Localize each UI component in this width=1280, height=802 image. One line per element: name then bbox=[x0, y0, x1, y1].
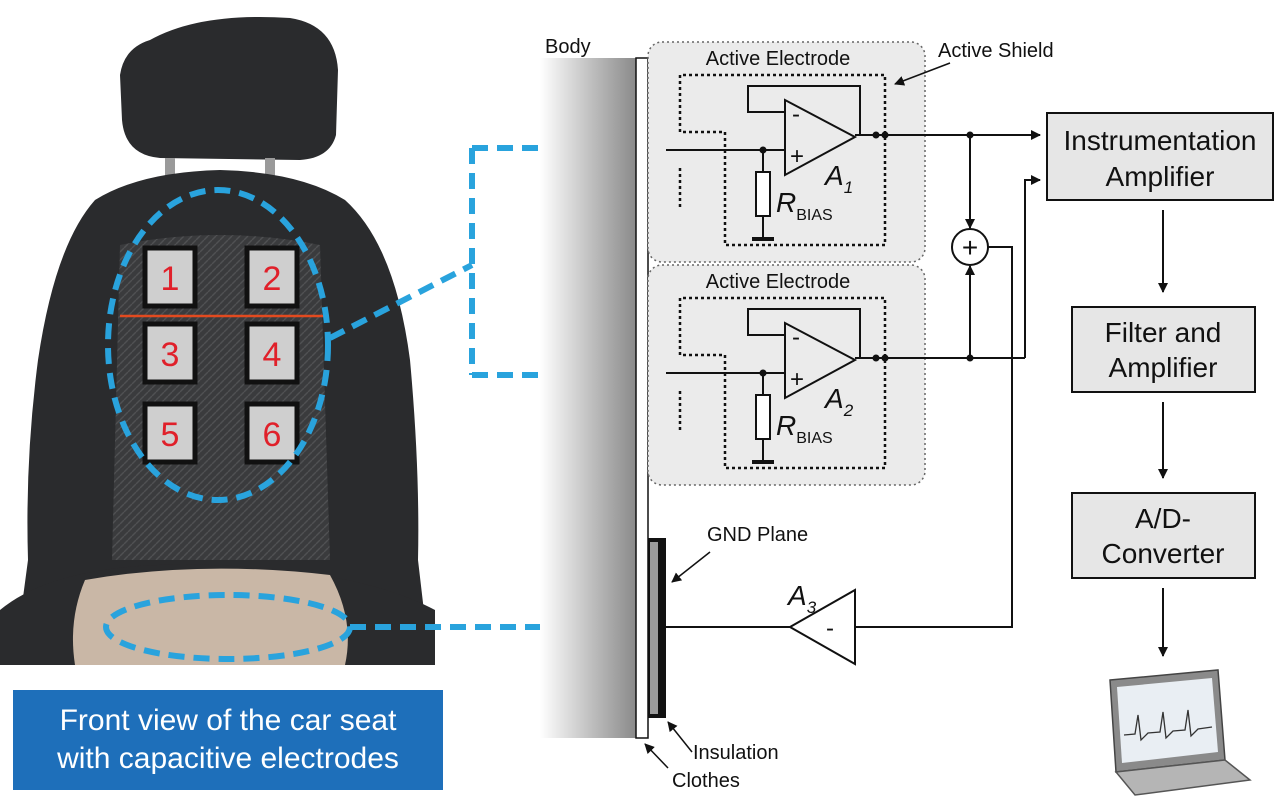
electrode-region-ellipse bbox=[105, 187, 331, 503]
clothes-layer bbox=[635, 57, 649, 739]
opamp-a1-plus: + bbox=[790, 143, 804, 170]
inst-amp-line1: Instrumentation bbox=[1064, 125, 1257, 156]
opamp-a2-plus: + bbox=[790, 366, 804, 393]
electrode-number-2: 2 bbox=[263, 260, 282, 298]
active-shield-1 bbox=[678, 73, 887, 247]
inst-amp-block bbox=[1046, 112, 1274, 201]
car-seat-photo: 1 2 3 4 5 6 bbox=[0, 16, 435, 665]
electrode-pad-1: 1 bbox=[142, 245, 198, 309]
active-shield-pointer bbox=[894, 62, 951, 86]
rbias1-label: RBIAS bbox=[776, 187, 833, 224]
blue-connector-branch bbox=[328, 262, 474, 341]
opamp-a1-minus: - bbox=[792, 101, 800, 128]
opamp-a3-minus: - bbox=[826, 615, 834, 642]
opamp-a1 bbox=[784, 98, 858, 177]
summing-network: + bbox=[855, 131, 1041, 628]
summer-to-a3-wire bbox=[855, 246, 1013, 628]
active-electrode-2-label: Active Electrode bbox=[706, 271, 851, 293]
headrest-post-left bbox=[165, 158, 175, 184]
signal-chain: Instrumentation Amplifier Filter and Amp… bbox=[1046, 112, 1274, 657]
node-a2-out-1 bbox=[872, 354, 880, 362]
node-a1-out-2 bbox=[881, 131, 889, 139]
body-label: Body bbox=[545, 36, 591, 58]
laptop-base bbox=[1114, 759, 1252, 796]
gnd-plane-plate-inner bbox=[650, 542, 658, 714]
caption-box: Front view of the car seat with capaciti… bbox=[13, 690, 443, 790]
opamp-a3-label: A3 bbox=[786, 580, 817, 617]
laptop-screen bbox=[1117, 678, 1218, 763]
adc-line1: A/D- bbox=[1135, 503, 1191, 534]
active-shield-2 bbox=[678, 296, 887, 470]
adc-line2: Converter bbox=[1102, 538, 1225, 569]
opamp-a2-feedback bbox=[747, 308, 861, 358]
opamp-a2-label: A2 bbox=[823, 383, 854, 420]
opamp-a3-group: - A3 bbox=[666, 580, 856, 666]
gnd-plane-label: GND Plane bbox=[707, 524, 808, 546]
gnd-plane-pointer bbox=[671, 551, 711, 583]
opamp-a1-feedback bbox=[747, 85, 861, 135]
insulation-label: Insulation bbox=[693, 742, 779, 764]
caption-line-2: with capacitive electrodes bbox=[57, 742, 399, 775]
body-layer-stack: Body bbox=[540, 36, 666, 739]
adc-block bbox=[1071, 492, 1256, 579]
active-electrode-2: Active Electrode - + A2 RBIAS bbox=[647, 264, 1025, 486]
laptop-screen-signal bbox=[1123, 709, 1213, 742]
opamp-a3 bbox=[787, 588, 856, 666]
headrest-post-right bbox=[265, 158, 275, 184]
node-a2-summer bbox=[966, 354, 974, 362]
electrode-number-3: 3 bbox=[161, 336, 180, 374]
seat-headrest bbox=[120, 16, 338, 160]
insulation-pointer bbox=[667, 721, 693, 753]
electrode-pad-6: 6 bbox=[244, 401, 300, 465]
electrode-number-1: 1 bbox=[161, 260, 180, 298]
filter-amp-block bbox=[1071, 306, 1256, 393]
rbias1-resistor bbox=[755, 171, 771, 217]
opamp-a2-minus: - bbox=[792, 324, 800, 351]
opamp-a1-label: A1 bbox=[823, 160, 853, 197]
seat-cushion-cover bbox=[72, 568, 348, 665]
electrode-pads: 1 2 3 4 5 6 bbox=[142, 245, 300, 465]
electrode-pad-3: 3 bbox=[142, 321, 198, 385]
opamp-a2 bbox=[784, 321, 858, 400]
active-electrode-1: Active Electrode - + A1 RBIAS bbox=[647, 41, 1041, 263]
electrode-pad-4: 4 bbox=[244, 321, 300, 385]
node-a1-summer bbox=[966, 131, 974, 139]
electrode-number-6: 6 bbox=[263, 416, 282, 454]
caption-line-1: Front view of the car seat bbox=[59, 704, 397, 737]
electrode-pad-2: 2 bbox=[244, 245, 300, 309]
clothes-pointer bbox=[644, 743, 669, 769]
node-a1-out-1 bbox=[872, 131, 880, 139]
filter-amp-line1: Filter and bbox=[1105, 317, 1222, 348]
clothes-label: Clothes bbox=[672, 770, 740, 792]
active-shield-label: Active Shield bbox=[938, 40, 1054, 62]
electrode-pad-5: 5 bbox=[142, 401, 198, 465]
filter-amp-line2: Amplifier bbox=[1109, 352, 1218, 383]
inst-amp-line2: Amplifier bbox=[1106, 161, 1215, 192]
laptop-icon bbox=[1109, 669, 1252, 796]
electrode-number-5: 5 bbox=[161, 416, 180, 454]
rbias2-label: RBIAS bbox=[776, 410, 833, 447]
a2-to-inst-amp-wire bbox=[1024, 175, 1041, 358]
electrode-number-4: 4 bbox=[263, 336, 282, 374]
summer-symbol: + bbox=[962, 232, 978, 263]
rbias2-resistor bbox=[755, 394, 771, 440]
body-gradient bbox=[540, 58, 636, 738]
node-a2-out-2 bbox=[881, 354, 889, 362]
active-electrode-1-label: Active Electrode bbox=[706, 48, 851, 70]
